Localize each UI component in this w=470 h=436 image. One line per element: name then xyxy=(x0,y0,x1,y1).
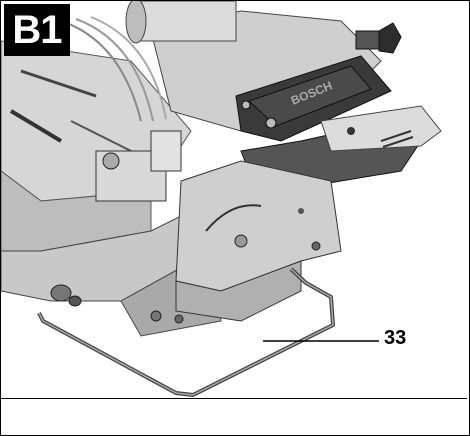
miter-saw-drawing: BOSCH xyxy=(1,1,467,397)
figure-badge: B1 xyxy=(4,4,70,56)
product-illustration: BOSCH xyxy=(1,1,467,397)
callout-label-33: 33 xyxy=(384,327,407,349)
caption-area xyxy=(1,398,467,435)
